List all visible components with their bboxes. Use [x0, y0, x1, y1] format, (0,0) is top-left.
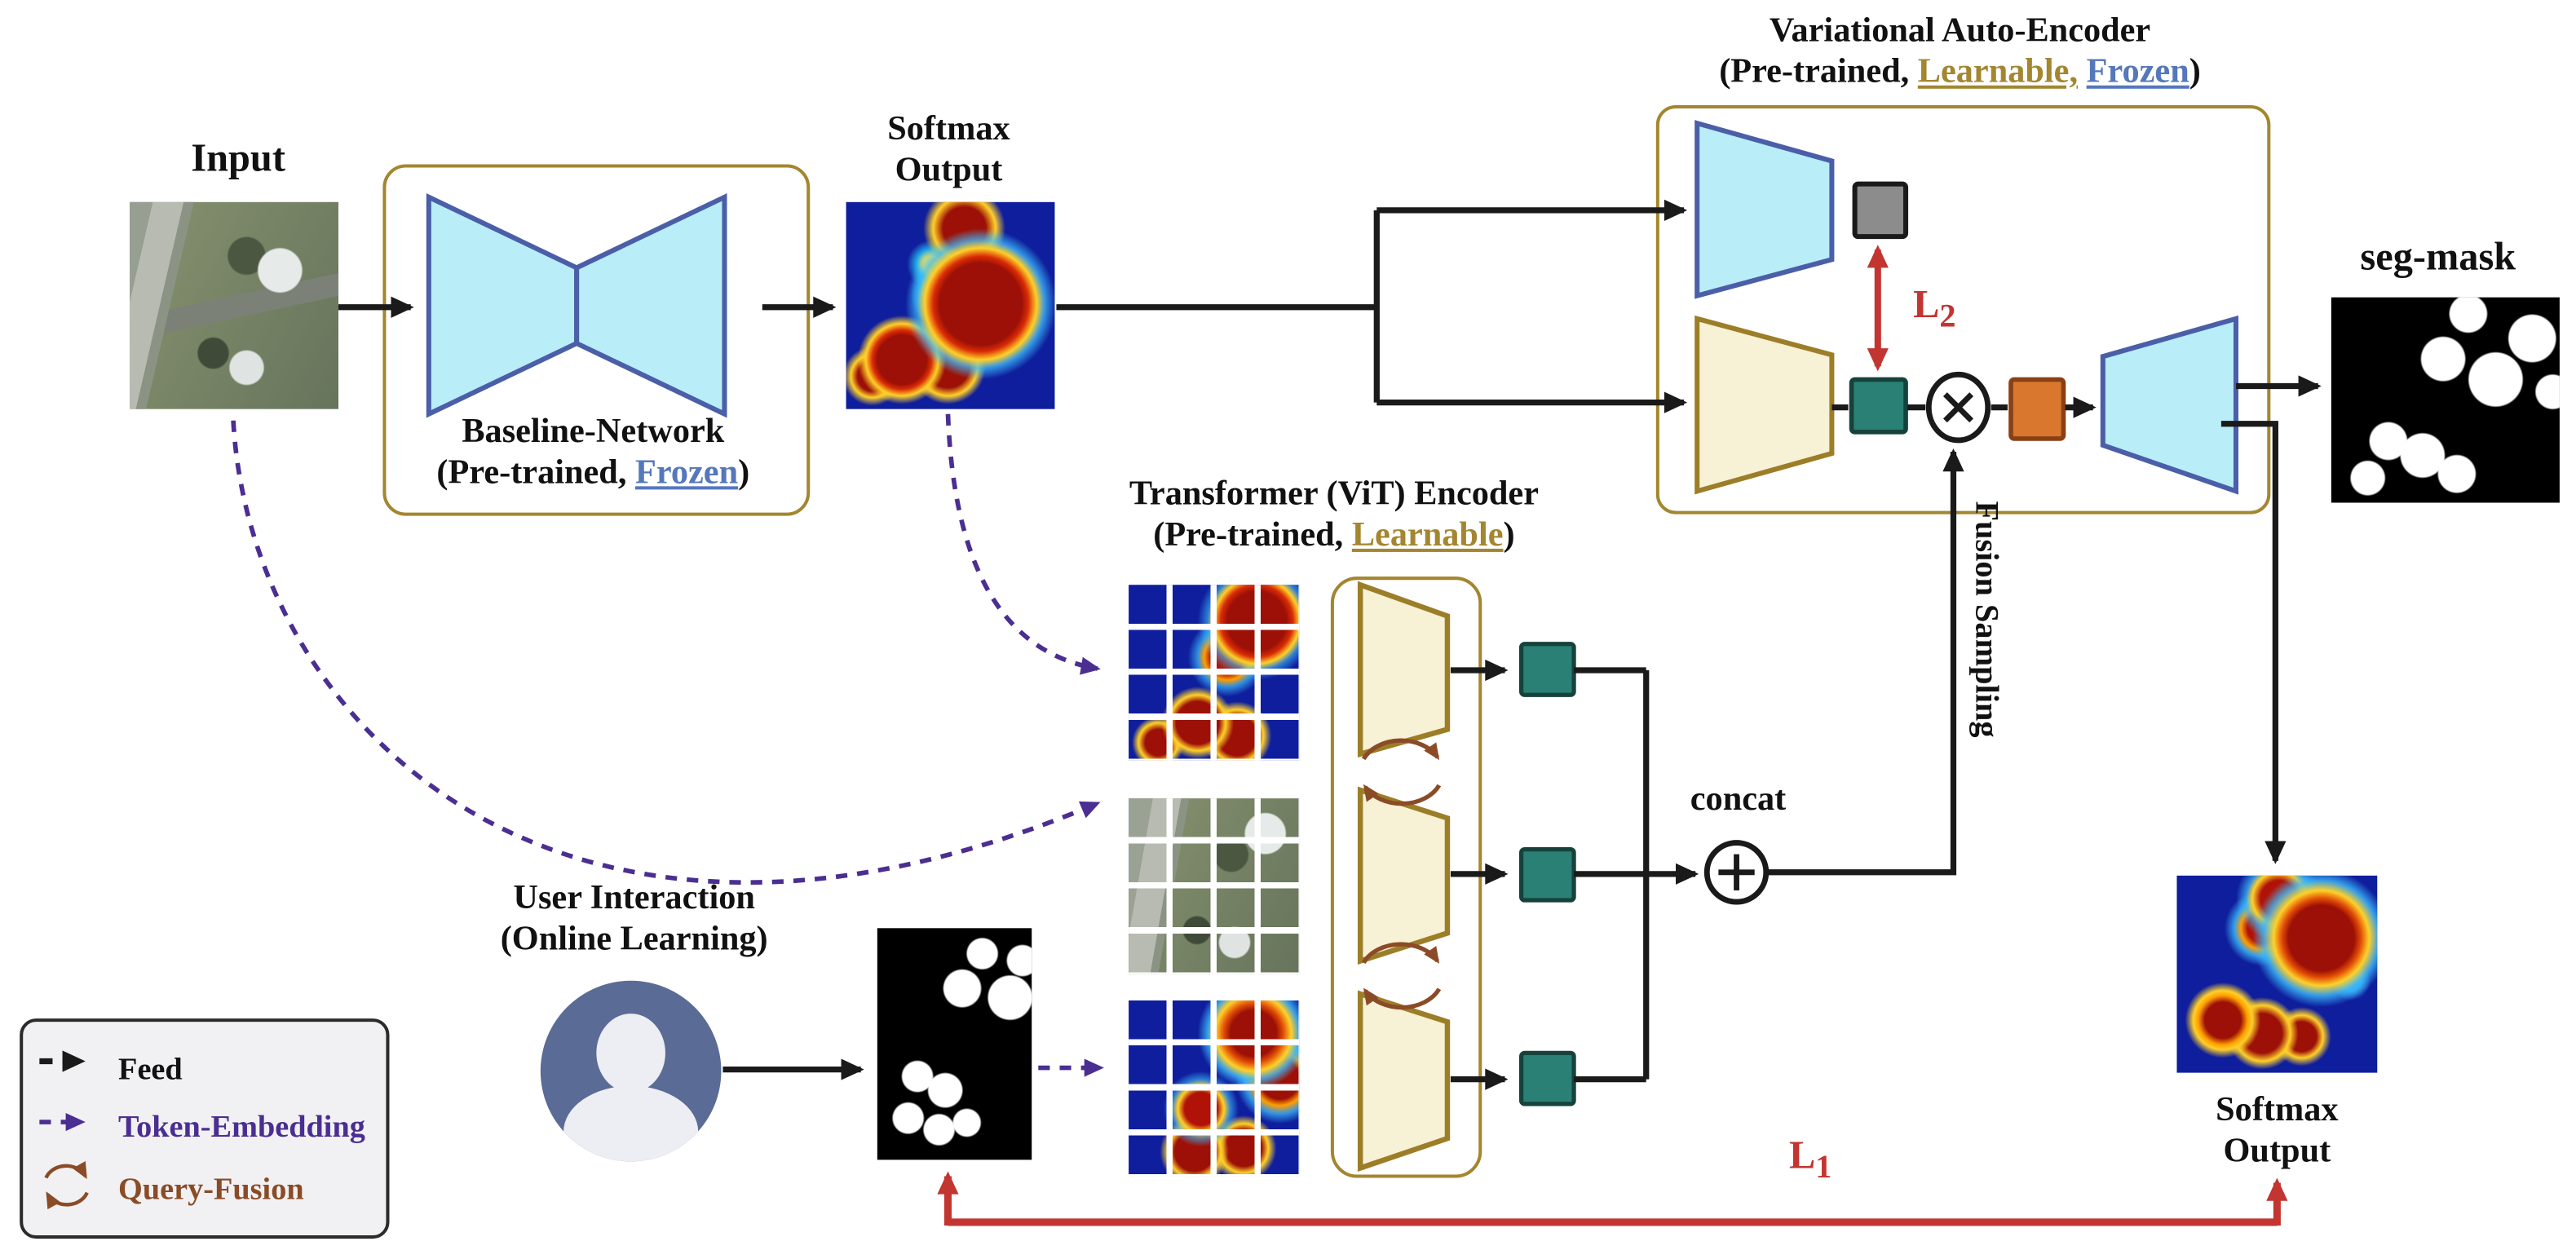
vae-subtitle: (Pre-trained, Learnable, Frozen): [1719, 51, 2201, 91]
user-interaction-line1: User Interaction: [513, 877, 755, 917]
legend-feed-label: Feed: [118, 1053, 183, 1088]
softmax-bottom-line2: Output: [2223, 1130, 2331, 1170]
vae-title: Variational Auto-Encoder (Pre-trained, L…: [1656, 10, 2264, 92]
vit-subtitle: (Pre-trained, Learnable): [1153, 514, 1515, 554]
vae-name: Variational Auto-Encoder: [1769, 10, 2151, 50]
legend-token-embedding-label: Token-Embedding: [118, 1110, 365, 1146]
vae-box: [1655, 104, 2271, 515]
legend-box: Feed Token-Embedding Query-Fusion: [20, 1018, 390, 1239]
loss-l2-label: L2: [1913, 284, 1956, 335]
input-aerial-image: [130, 201, 339, 409]
baseline-name: Baseline-Network: [462, 410, 725, 451]
vit-title: Transformer (ViT) Encoder (Pre-trained, …: [1071, 473, 1597, 555]
vit-encoder-box: [1330, 576, 1482, 1178]
softmax-top-line2: Output: [895, 149, 1003, 190]
legend-query-fusion-label: Query-Fusion: [118, 1173, 304, 1208]
fusion-sampling-label: Fusion Sampling: [1968, 501, 2004, 738]
patch-grid-lines: [1129, 585, 1300, 761]
patch-grid-lines: [1129, 1000, 1300, 1177]
baseline-frozen-tag: Frozen: [634, 452, 739, 492]
softmax-bottom-label: Softmax Output: [2162, 1089, 2392, 1172]
loss-l1-label: L1: [1788, 1135, 1832, 1186]
softmax-bottom-line1: Softmax: [2216, 1089, 2339, 1129]
user-interaction-label: User Interaction (Online Learning): [437, 877, 832, 960]
image-patch-grid: [1129, 798, 1300, 974]
user-annotation-mask: [877, 928, 1032, 1160]
avatar-head: [596, 1014, 665, 1093]
vae-learnable-tag: Learnable,: [1917, 51, 2079, 91]
input-label: Input: [191, 138, 285, 181]
vit-name: Transformer (ViT) Encoder: [1129, 473, 1539, 513]
vit-token-square-1: [1518, 642, 1576, 697]
softmax-top-line1: Softmax: [887, 108, 1010, 148]
baseline-subtitle: (Pre-trained, Frozen): [436, 452, 750, 492]
softmax-patch-grid: [1129, 585, 1300, 761]
softmax-output-heatmap-top: [846, 201, 1055, 409]
user-interaction-line2: (Online Learning): [500, 918, 768, 958]
vit-learnable-tag: Learnable: [1351, 514, 1504, 554]
seg-mask-label: seg-mask: [2360, 236, 2516, 280]
concat-label: concat: [1690, 778, 1787, 819]
vae-frozen-tag: Frozen: [2086, 51, 2189, 91]
vit-token-square-2: [1518, 846, 1576, 903]
softmax-output-heatmap-bottom: [2176, 875, 2378, 1073]
vit-token-square-3: [1518, 1050, 1576, 1106]
mask-heatmap-patch-grid: [1129, 1000, 1300, 1177]
concat-plus-icon: [1703, 840, 1770, 905]
baseline-network-label: Baseline-Network (Pre-trained, Frozen): [400, 411, 787, 493]
user-avatar-icon: [540, 980, 722, 1162]
avatar-shoulders: [563, 1085, 699, 1162]
softmax-top-label: Softmax Output: [829, 108, 1067, 191]
seg-mask-image: [2331, 297, 2560, 503]
patch-grid-lines: [1129, 798, 1300, 974]
